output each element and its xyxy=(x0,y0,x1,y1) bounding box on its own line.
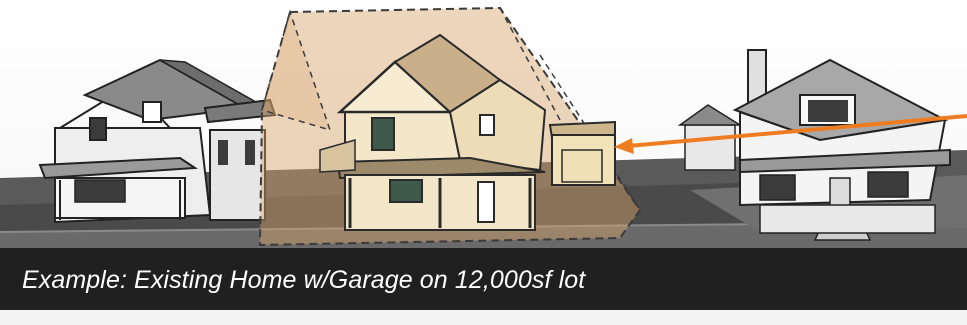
detached-garage xyxy=(550,122,615,185)
caption: Example: Existing Home w/Garage on 12,00… xyxy=(22,266,585,295)
